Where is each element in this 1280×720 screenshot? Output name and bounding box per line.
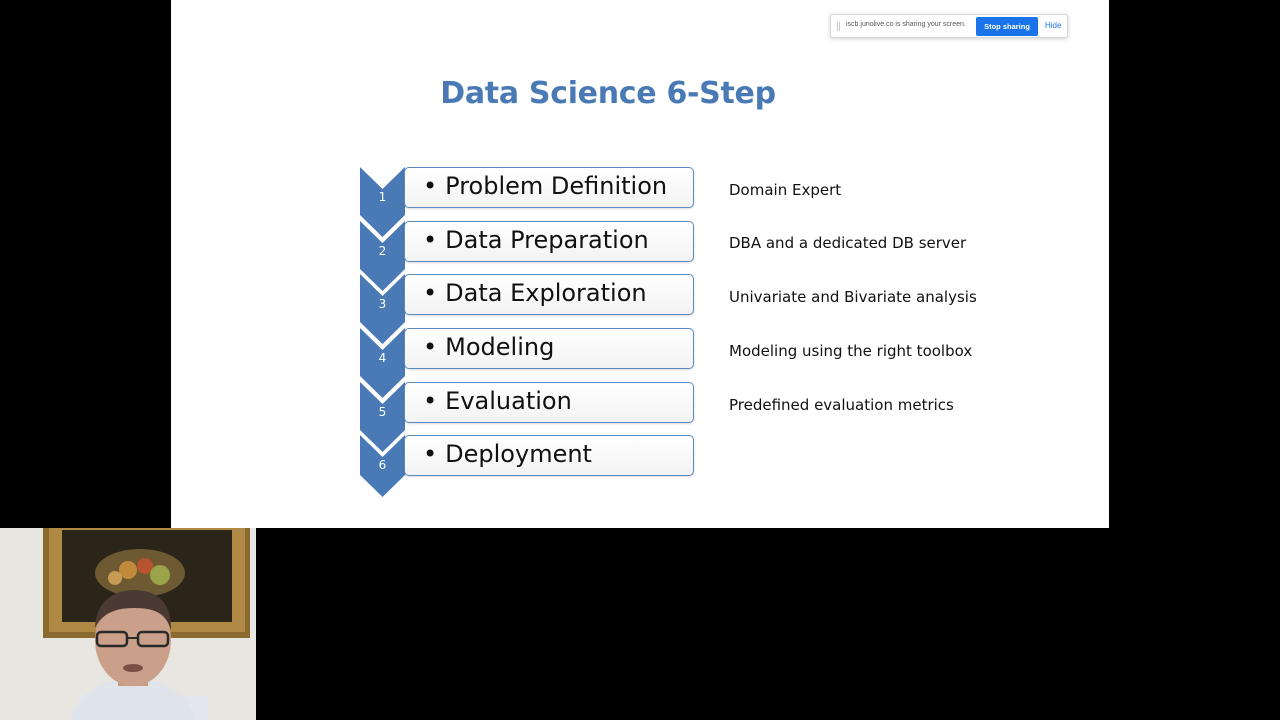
bullet: • [423,387,438,415]
stop-sharing-button[interactable]: Stop sharing [976,17,1038,36]
step-label: Problem Definition [445,172,668,200]
step-number: 1 [378,190,387,204]
screen-share-bar: iscb.junolive.co is sharing your screen.… [830,14,1068,38]
step-4: 4 •Modeling [360,328,700,398]
bullet: • [423,440,438,468]
step-number: 5 [378,405,387,419]
step-number: 4 [378,351,387,365]
step-box: •Deployment [404,435,694,476]
step-number: 2 [378,244,387,258]
step-note-4: Modeling using the right toolbox [729,342,973,360]
slide-title: Data Science 6-Step [440,76,776,111]
step-number: 3 [378,297,387,311]
chevron-step-6 [360,435,405,497]
step-5: 5 •Evaluation [360,382,700,452]
step-box: •Data Exploration [404,274,694,315]
webcam-feed-image [0,528,256,720]
webcam-video [0,528,256,720]
step-6: 6 •Deployment [360,435,700,505]
chevron-step-4 [360,328,405,398]
bullet: • [423,279,438,307]
step-label: Modeling [445,333,555,361]
step-2: 2 •Data Preparation [360,221,700,291]
step-label: Evaluation [445,387,572,415]
step-note-5: Predefined evaluation metrics [729,396,954,414]
step-box: •Data Preparation [404,221,694,262]
bullet: • [423,172,438,200]
share-message: iscb.junolive.co is sharing your screen. [846,21,966,28]
step-label: Data Preparation [445,226,649,254]
chevron-step-2 [360,221,405,291]
step-box: •Evaluation [404,382,694,423]
bullet: • [423,226,438,254]
step-note-3: Univariate and Bivariate analysis [729,288,977,306]
chevron-step-1 [360,167,405,237]
step-note-1: Domain Expert [729,181,842,199]
step-box: •Modeling [404,328,694,369]
chevron-step-5 [360,382,405,452]
step-note-2: DBA and a dedicated DB server [729,234,967,252]
chevron-step-3 [360,274,405,344]
hide-link[interactable]: Hide [1045,21,1062,30]
bullet: • [423,333,438,361]
drag-handle-icon[interactable] [837,22,840,31]
step-label: Data Exploration [445,279,647,307]
step-1: 1 •Problem Definition [360,167,700,237]
step-number: 6 [378,458,387,472]
step-label: Deployment [445,440,592,468]
step-box: •Problem Definition [404,167,694,208]
step-3: 3 •Data Exploration [360,274,700,344]
presentation-slide: Data Science 6-Step 1 •Problem Definitio… [171,0,1109,528]
